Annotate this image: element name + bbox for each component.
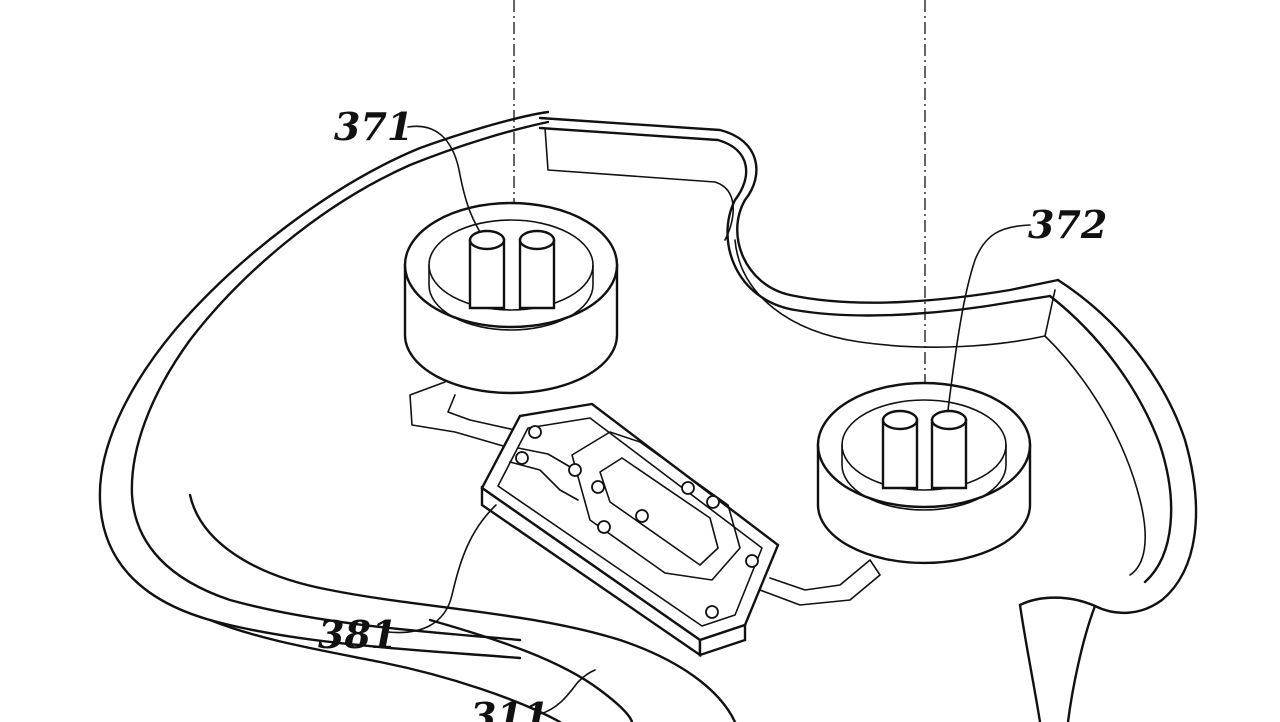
top-rim-outer: [538, 116, 1060, 304]
leader-372: [947, 224, 1031, 411]
joystick-371: [403, 201, 619, 395]
pin-left-371: [468, 229, 506, 310]
right-grip-wall: [1044, 335, 1146, 576]
right-grip-outer: [1056, 278, 1198, 615]
solder-pad: [597, 520, 611, 534]
solder-pad: [681, 481, 695, 495]
solder-pad: [635, 509, 649, 523]
solder-pad: [515, 451, 529, 465]
board-trace-left: [509, 447, 579, 501]
inner-face-curve: [188, 493, 737, 722]
solder-pad: [591, 480, 605, 494]
solder-pad: [706, 495, 720, 509]
board-trace-frame: [571, 431, 741, 581]
trace-upper: [409, 381, 516, 449]
joystick-372: [816, 381, 1032, 565]
leader-311: [539, 669, 596, 715]
label-311: 311: [470, 694, 549, 722]
label-381: 381: [318, 612, 397, 657]
solder-pad: [568, 463, 582, 477]
leader-371: [407, 125, 481, 233]
housing-outer-edge: [98, 110, 550, 660]
label-371: 371: [334, 104, 413, 149]
board-trace-inner: [599, 457, 719, 566]
pin-right-371: [518, 229, 556, 310]
trace-right: [759, 559, 881, 606]
right-grip-leg: [1018, 603, 1097, 722]
top-rim-inner: [538, 126, 1052, 317]
right-grip-bottom-curve: [1018, 596, 1097, 608]
bottom-face-edge: [208, 618, 562, 722]
solder-pad: [705, 605, 719, 619]
label-372: 372: [1028, 202, 1107, 247]
circuit-board-381: [480, 402, 780, 658]
solder-pad: [528, 425, 542, 439]
housing-inner-edge: [130, 120, 550, 642]
solder-pad: [745, 554, 759, 568]
top-rim-wall-face: [544, 127, 734, 241]
rim-wall-right: [734, 239, 1056, 348]
right-grip-inner: [1048, 294, 1173, 584]
pin-right-372: [930, 409, 968, 490]
pin-left-372: [881, 409, 919, 490]
leader-381: [387, 504, 497, 634]
